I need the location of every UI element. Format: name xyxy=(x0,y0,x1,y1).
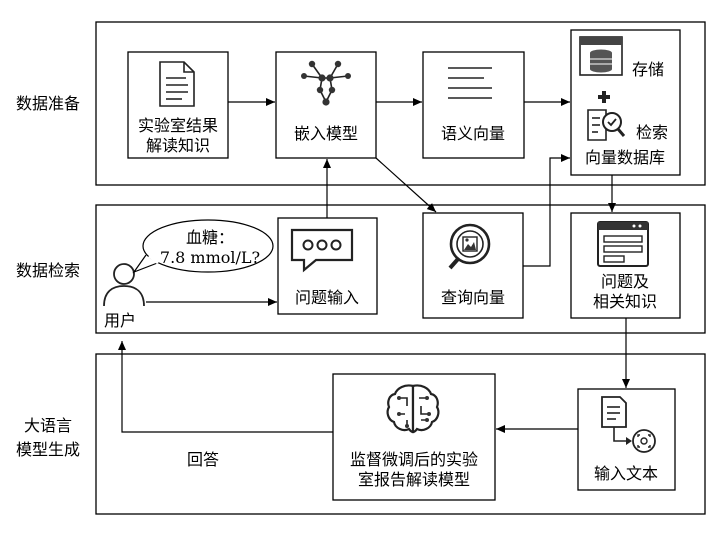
arrow-model-to-user xyxy=(118,341,333,433)
document-icon xyxy=(159,61,195,107)
semantic-vector-box xyxy=(422,51,525,159)
bubble-line-2: 7.8 mmol/L? xyxy=(160,248,260,267)
magnify-image-icon xyxy=(448,223,491,270)
section-label-data-prep: 数据准备 xyxy=(16,94,80,113)
section-label-llm-gen-line1: 大语言 xyxy=(24,416,72,435)
vector-db-label: 向量数据库 xyxy=(585,148,665,167)
question-knowledge-label-1: 问题及 xyxy=(601,272,649,291)
user-icon xyxy=(103,263,145,307)
lab-knowledge-label-1: 实验室结果 xyxy=(138,116,218,135)
user-label: 用户 xyxy=(104,311,136,330)
lab-knowledge-box xyxy=(127,51,229,159)
bubble-line-1: 血糖： xyxy=(186,228,234,247)
store-label: 存储 xyxy=(632,60,664,79)
network-icon xyxy=(301,60,351,106)
query-vector-label: 查询向量 xyxy=(441,288,505,307)
text-lines-icon xyxy=(448,67,492,99)
finetuned-model-label-2: 室报告解读模型 xyxy=(358,470,470,489)
search-doc-icon xyxy=(587,109,626,141)
database-icon xyxy=(579,36,623,76)
embed-model-label: 嵌入模型 xyxy=(294,124,358,143)
section-label-llm-gen-line2: 模型生成 xyxy=(16,440,80,459)
finetuned-model-label-1: 监督微调后的实验 xyxy=(350,450,478,469)
plus-icon xyxy=(598,91,610,103)
form-icon xyxy=(597,221,649,267)
doc-scan-icon xyxy=(601,396,656,453)
question-input-label: 问题输入 xyxy=(295,288,359,307)
input-text-label: 输入文本 xyxy=(594,464,658,483)
chat-icon xyxy=(290,228,354,273)
speech-bubble-body xyxy=(142,219,274,273)
question-knowledge-label-2: 相关知识 xyxy=(593,292,657,311)
lab-knowledge-label-2: 解读知识 xyxy=(146,136,210,155)
brain-chip-icon xyxy=(386,384,440,434)
arrow-query-to-db xyxy=(523,154,570,267)
semantic-vector-label: 语义向量 xyxy=(441,124,505,143)
arrow-embed-to-query xyxy=(375,157,437,213)
answer-label: 回答 xyxy=(187,450,219,469)
retrieve-label: 检索 xyxy=(636,123,668,142)
section-label-data-retrieval: 数据检索 xyxy=(16,261,80,280)
